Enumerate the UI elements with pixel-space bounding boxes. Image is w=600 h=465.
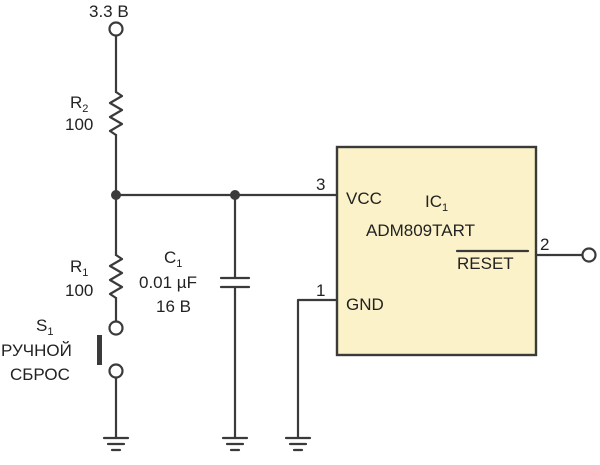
r2-ref: R2 bbox=[70, 93, 88, 115]
reset-output-terminal bbox=[581, 247, 597, 263]
supply-terminal bbox=[108, 21, 124, 37]
ic-gnd-wire bbox=[296, 298, 339, 440]
r2-value: 100 bbox=[65, 115, 93, 134]
s1-label-line1: РУЧНОЙ bbox=[1, 341, 72, 360]
ground-symbol-ic bbox=[284, 436, 312, 452]
r1-value: 100 bbox=[65, 281, 93, 300]
ground-symbol-left bbox=[102, 436, 130, 452]
pin-vcc-name: VCC bbox=[346, 189, 382, 208]
supply-voltage-label: 3.3 В bbox=[89, 2, 129, 21]
pin-reset-name: RESET bbox=[457, 254, 514, 273]
switch-contact-top bbox=[108, 320, 124, 336]
pin-vcc-number: 3 bbox=[316, 175, 325, 194]
resistor-r2 bbox=[108, 90, 124, 137]
c1-voltage: 16 В bbox=[156, 297, 191, 316]
r1-ref: R1 bbox=[70, 257, 88, 279]
s1-ref: S1 bbox=[36, 316, 53, 338]
pin-gnd-name: GND bbox=[346, 295, 384, 314]
ground-symbol-cap bbox=[221, 436, 249, 452]
c1-value: 0.01 µF bbox=[139, 273, 197, 292]
s1-label-line2: СБРОС bbox=[10, 365, 70, 384]
ic-part-number: ADM809TART bbox=[366, 221, 475, 240]
pin-reset-number: 2 bbox=[540, 235, 549, 254]
pushbutton-s1 bbox=[97, 335, 102, 365]
resistor-r1 bbox=[108, 253, 124, 300]
ic-ref: IC1 bbox=[425, 192, 448, 214]
switch-contact-bottom bbox=[108, 363, 124, 379]
pin-gnd-number: 1 bbox=[316, 281, 325, 300]
c1-ref: C1 bbox=[164, 248, 182, 270]
